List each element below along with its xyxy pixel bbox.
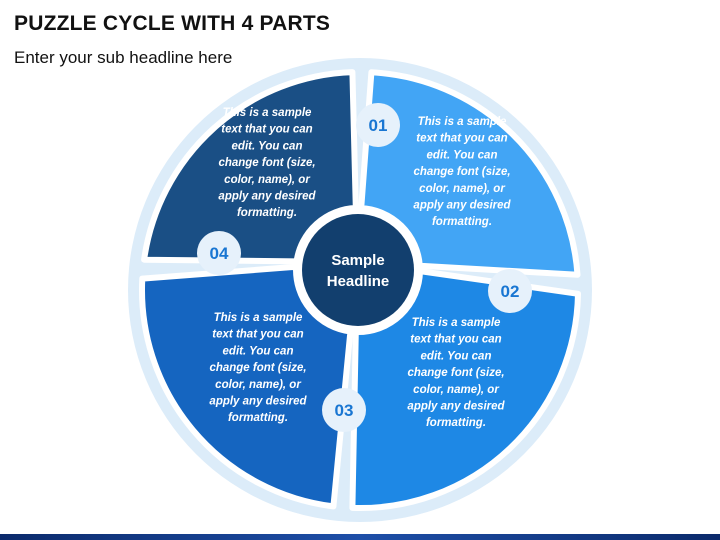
part-text-line: change font (size, bbox=[218, 157, 315, 169]
page-title: PUZZLE CYCLE WITH 4 PARTS bbox=[14, 12, 331, 35]
part-text-line: apply any desired bbox=[413, 200, 511, 212]
part-text-line: apply any desired bbox=[218, 191, 316, 203]
part-text-line: text that you can bbox=[410, 334, 501, 346]
step-number-03: 03 bbox=[335, 401, 354, 420]
center-circle bbox=[302, 214, 414, 326]
center-headline-line2: Headline bbox=[327, 273, 390, 290]
bottom-accent-bar bbox=[0, 534, 720, 540]
part-text-line: edit. You can bbox=[223, 345, 294, 357]
part-text-line: edit. You can bbox=[421, 350, 492, 362]
part-text-line: color, name), or bbox=[413, 384, 499, 396]
part-text-line: text that you can bbox=[212, 329, 303, 341]
puzzle-segments bbox=[139, 69, 581, 511]
part-text-01: This is a sample text that you can edit. Y… bbox=[413, 116, 511, 228]
step-number-01: 01 bbox=[369, 116, 388, 135]
part-text-line: This is a sample bbox=[412, 317, 501, 329]
part-text-line: formatting. bbox=[426, 417, 486, 429]
part-text-line: change font (size, bbox=[413, 166, 510, 178]
step-number-04: 04 bbox=[210, 244, 229, 263]
puzzle-tab-03 bbox=[322, 388, 366, 432]
part-text-line: apply any desired bbox=[407, 401, 505, 413]
part-texts: This is a sample text that you can edit. Y… bbox=[209, 107, 511, 429]
part-text-line: edit. You can bbox=[232, 140, 303, 152]
step-number-02: 02 bbox=[501, 282, 520, 301]
part-text-line: text that you can bbox=[221, 124, 312, 136]
page-subtitle: Enter your sub headline here bbox=[14, 48, 233, 67]
puzzle-tab-02 bbox=[488, 269, 532, 313]
part-text-02: This is a sample text that you can edit. Y… bbox=[407, 317, 505, 429]
puzzle-tab-04 bbox=[197, 231, 241, 275]
center-headline-line1: Sample bbox=[331, 252, 384, 269]
part-text-line: This is a sample bbox=[223, 107, 312, 119]
part-text-line: This is a sample bbox=[418, 116, 507, 128]
part-text-03: This is a sample text that you can edit. Y… bbox=[209, 312, 307, 424]
part-text-line: change font (size, bbox=[407, 367, 504, 379]
part-text-line: color, name), or bbox=[419, 183, 505, 195]
part-text-line: formatting. bbox=[237, 207, 297, 219]
part-text-04: This is a sample text that you can edit. Y… bbox=[218, 107, 316, 219]
part-text-line: formatting. bbox=[228, 412, 288, 424]
number-tabs: 01 02 03 04 bbox=[197, 103, 532, 432]
part-text-line: This is a sample bbox=[214, 312, 303, 324]
part-text-line: edit. You can bbox=[427, 149, 498, 161]
puzzle-tab-01 bbox=[356, 103, 400, 147]
part-text-line: formatting. bbox=[432, 216, 492, 228]
part-text-line: color, name), or bbox=[215, 379, 301, 391]
part-text-line: change font (size, bbox=[209, 362, 306, 374]
part-text-line: text that you can bbox=[416, 133, 507, 145]
part-text-line: color, name), or bbox=[224, 174, 310, 186]
part-text-line: apply any desired bbox=[209, 396, 307, 408]
